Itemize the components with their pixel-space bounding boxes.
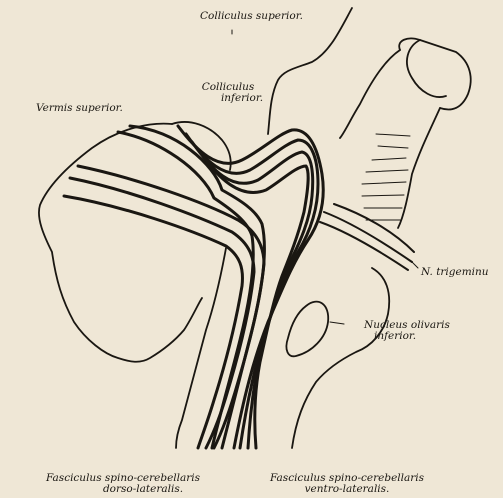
label-fasciculus-dorso-lateralis: Fasciculus spino-cerebellaris dorso-late… [16,473,230,495]
label-vermis-superior: Vermis superior. [36,103,123,114]
trigeminus-nerve [320,204,414,270]
pons-upper-edge [340,50,400,138]
label-fasciculus-ventro-lateralis: Fasciculus spino-cerebellaris ventro-lat… [254,473,440,495]
brainstem-outline [268,8,352,134]
label-nucleus-olivaris: Nucleus olivaris inferior. [364,320,450,342]
label-fasciculus-ventro-line2: ventro-lateralis. [254,484,440,495]
medulla-right-edge [292,268,389,448]
nucleus-olivaris [286,302,328,357]
pons-lower-edge [398,108,440,228]
label-n-trigeminus: N. trigeminu [421,267,489,278]
pons-cylinder-end [407,40,446,97]
pons-striations [362,134,410,220]
label-colliculus-inferior: Colliculus inferior. [188,82,268,104]
label-nucleus-olivaris-line2: inferior. [364,331,450,342]
label-colliculus-inferior-line2: inferior. [188,93,268,104]
label-colliculus-superior: Colliculus superior. [200,11,303,22]
label-fasciculus-dorso-line2: dorso-lateralis. [16,484,230,495]
trigeminus-leader [412,262,418,268]
